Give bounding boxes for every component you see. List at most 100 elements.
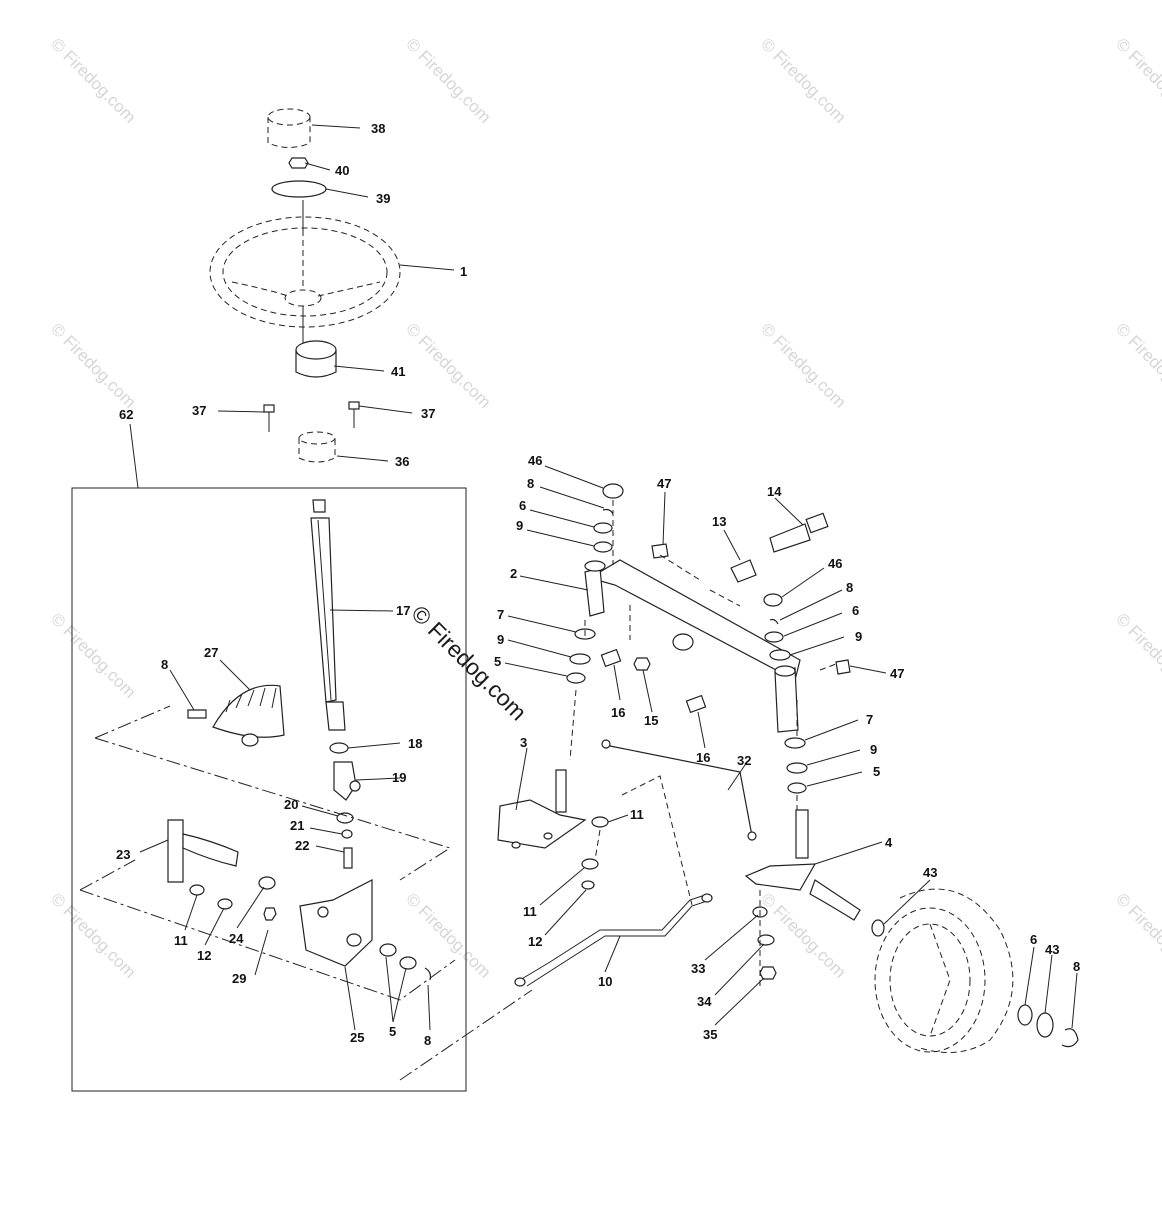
right-spindle bbox=[744, 809, 861, 921]
callout-14: 14 bbox=[767, 484, 782, 499]
callout-41: 41 bbox=[391, 364, 405, 379]
callout-12: 12 bbox=[197, 948, 211, 963]
callout-34: 34 bbox=[697, 994, 712, 1009]
watermark-text: © Firedog.com bbox=[1112, 34, 1162, 126]
steering-bushing bbox=[298, 431, 336, 463]
shaft-washer bbox=[329, 742, 349, 754]
callout-24: 24 bbox=[229, 931, 244, 946]
watermark-layer: © Firedog.com © Firedog.com © Firedog.co… bbox=[47, 34, 1162, 981]
callout-1: 1 bbox=[460, 264, 467, 279]
steering-shaft bbox=[310, 499, 346, 731]
callout-46: 46 bbox=[828, 556, 842, 571]
callout-15: 15 bbox=[644, 713, 658, 728]
leader-lines bbox=[139, 124, 1078, 1031]
callout-4: 4 bbox=[885, 835, 893, 850]
callout-25: 25 bbox=[350, 1030, 364, 1045]
callout-39: 39 bbox=[376, 191, 390, 206]
tie-rod-hardware bbox=[581, 816, 777, 980]
callout-62: 62 bbox=[119, 407, 133, 422]
callout-32: 32 bbox=[737, 753, 751, 768]
callout-9: 9 bbox=[870, 742, 877, 757]
callout-29: 29 bbox=[232, 971, 246, 986]
steering-nut bbox=[288, 157, 309, 169]
watermark-text: © Firedog.com bbox=[47, 609, 139, 701]
callout-47: 47 bbox=[657, 476, 671, 491]
small-washers bbox=[336, 812, 354, 869]
callout-37-left: 37 bbox=[192, 403, 206, 418]
right-spindle-stack bbox=[763, 593, 851, 794]
watermark-large: © Firedog.com bbox=[406, 600, 531, 725]
callout-12: 12 bbox=[528, 934, 542, 949]
pivot-bar bbox=[167, 819, 277, 921]
watermark-text: © Firedog.com bbox=[47, 889, 139, 981]
callout-33: 33 bbox=[691, 961, 705, 976]
callout-40: 40 bbox=[335, 163, 349, 178]
callout-5: 5 bbox=[389, 1024, 396, 1039]
callout-8: 8 bbox=[1073, 959, 1080, 974]
steering-cap bbox=[267, 108, 311, 148]
callout-47: 47 bbox=[890, 666, 904, 681]
watermark-text: © Firedog.com bbox=[1112, 319, 1162, 411]
steering-washer bbox=[271, 180, 327, 198]
callout-9: 9 bbox=[497, 632, 504, 647]
callout-18: 18 bbox=[408, 736, 422, 751]
callout-11: 11 bbox=[523, 904, 537, 919]
callout-37-right: 37 bbox=[421, 406, 435, 421]
callout-11: 11 bbox=[174, 933, 188, 948]
callout-13: 13 bbox=[712, 514, 726, 529]
watermark-text: © Firedog.com bbox=[757, 319, 849, 411]
callout-10: 10 bbox=[598, 974, 612, 989]
watermark-text: © Firedog.com bbox=[757, 34, 849, 126]
callout-36: 36 bbox=[395, 454, 409, 469]
watermark-text: © Firedog.com bbox=[402, 889, 494, 981]
sector-gear bbox=[212, 684, 285, 747]
assembly-group-box bbox=[71, 487, 467, 1092]
callout-2: 2 bbox=[510, 566, 517, 581]
callout-3: 3 bbox=[520, 735, 527, 750]
cotter-pin bbox=[187, 709, 207, 719]
watermark-text: © Firedog.com bbox=[47, 34, 139, 126]
tie-rod bbox=[514, 893, 713, 987]
callout-6: 6 bbox=[852, 603, 859, 618]
mounting-bracket bbox=[299, 879, 432, 981]
callout-numbers: 38 40 39 1 41 62 37 37 36 17 27 8 18 19 … bbox=[116, 121, 1080, 1048]
left-spindle bbox=[497, 769, 587, 849]
callout-7: 7 bbox=[497, 607, 504, 622]
callout-5: 5 bbox=[873, 764, 880, 779]
callout-11: 11 bbox=[630, 807, 644, 822]
callout-8: 8 bbox=[846, 580, 853, 595]
axle-bushings bbox=[730, 512, 829, 583]
callout-16: 16 bbox=[611, 705, 625, 720]
front-axle bbox=[584, 559, 801, 733]
callout-8: 8 bbox=[161, 657, 168, 672]
assembly-guide-lines bbox=[569, 500, 837, 990]
callout-9: 9 bbox=[516, 518, 523, 533]
pivot-spacers bbox=[600, 648, 707, 714]
callout-27: 27 bbox=[204, 645, 218, 660]
callout-9: 9 bbox=[855, 629, 862, 644]
callout-20: 20 bbox=[284, 797, 298, 812]
callout-8: 8 bbox=[424, 1033, 431, 1048]
callout-23: 23 bbox=[116, 847, 130, 862]
callout-21: 21 bbox=[290, 818, 304, 833]
callout-17: 17 bbox=[396, 603, 410, 618]
watermark-text: © Firedog.com bbox=[1112, 609, 1162, 701]
shaft-support-block bbox=[333, 761, 361, 801]
callout-6: 6 bbox=[519, 498, 526, 513]
left-spindle-stack bbox=[566, 483, 669, 684]
callout-5: 5 bbox=[494, 654, 501, 669]
callout-43: 43 bbox=[923, 865, 937, 880]
watermark-text: © Firedog.com bbox=[402, 34, 494, 126]
watermark-text: © Firedog.com bbox=[1112, 889, 1162, 981]
callout-22: 22 bbox=[295, 838, 309, 853]
steering-wheel bbox=[209, 216, 401, 328]
callout-19: 19 bbox=[392, 770, 406, 785]
callout-8: 8 bbox=[527, 476, 534, 491]
assembly-axis-lines bbox=[79, 705, 456, 1001]
splined-adapter bbox=[295, 340, 337, 378]
watermark-text: © Firedog.com bbox=[47, 319, 139, 411]
callout-7: 7 bbox=[866, 712, 873, 727]
callout-46: 46 bbox=[528, 453, 542, 468]
steering-bolts bbox=[263, 401, 360, 432]
